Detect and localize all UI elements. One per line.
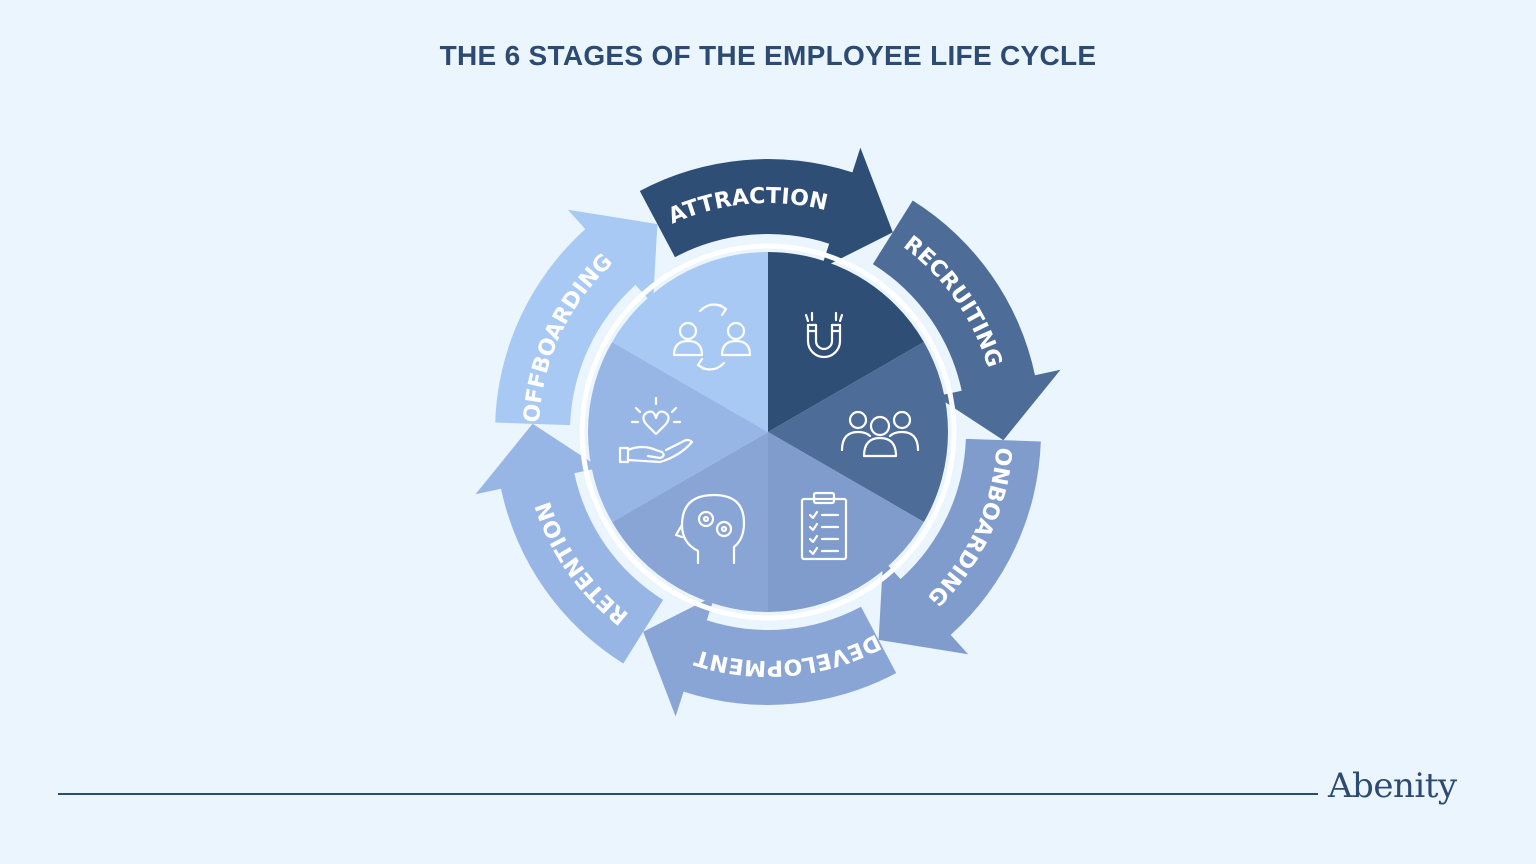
head-gears-icon bbox=[674, 493, 746, 565]
heart-hand-icon bbox=[618, 396, 694, 464]
arrow-development bbox=[643, 595, 897, 717]
footer-divider bbox=[58, 793, 1318, 795]
arrow-onboarding bbox=[878, 438, 1041, 655]
arrow-attraction bbox=[639, 147, 893, 269]
brand-logo: Abenity bbox=[1328, 766, 1457, 806]
wedge-development bbox=[612, 432, 768, 612]
page-title: THE 6 STAGES OF THE EMPLOYEE LIFE CYCLE bbox=[439, 40, 1097, 71]
clipboard-checklist-icon bbox=[800, 491, 848, 561]
magnet-icon bbox=[804, 311, 844, 359]
inner-ring bbox=[579, 243, 957, 621]
wedge-attraction bbox=[768, 251, 924, 432]
arrow-offboarding bbox=[495, 209, 658, 426]
arrow-retention bbox=[475, 423, 664, 664]
arrow-recruiting bbox=[872, 200, 1061, 441]
group-icon bbox=[840, 410, 920, 458]
people-exchange-icon bbox=[672, 303, 752, 371]
wedge-retention bbox=[587, 342, 768, 522]
